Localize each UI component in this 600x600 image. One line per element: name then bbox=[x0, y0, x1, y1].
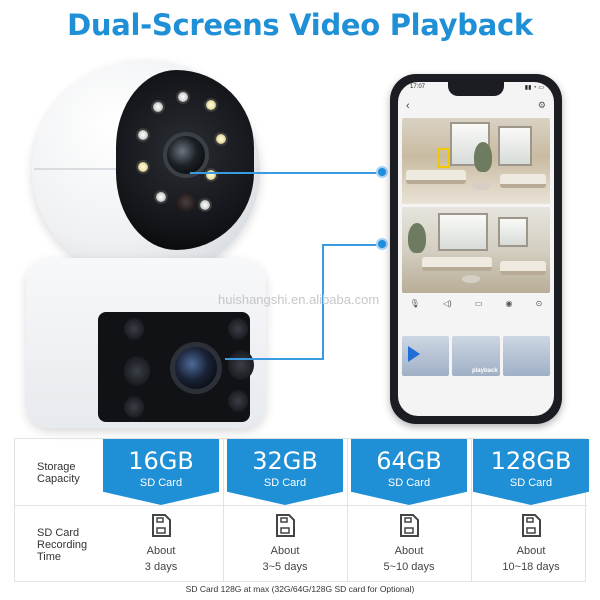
led-icon bbox=[136, 160, 150, 174]
video-feed-top[interactable] bbox=[402, 118, 550, 204]
card-type: SD Card bbox=[263, 477, 307, 489]
motion-detect-box bbox=[438, 148, 450, 168]
recording-days: 5~10 days bbox=[383, 561, 435, 573]
recording-about: About bbox=[394, 545, 424, 557]
column-16gb: 16GB SD Card About 3 days bbox=[103, 439, 219, 581]
led-icon bbox=[151, 100, 165, 114]
settings-icon[interactable]: ⊙ bbox=[535, 298, 543, 308]
sofa bbox=[406, 170, 466, 184]
led-icon bbox=[228, 318, 248, 340]
sofa bbox=[500, 261, 546, 275]
column-divider bbox=[223, 439, 224, 581]
led-icon bbox=[154, 190, 168, 204]
card-type: SD Card bbox=[139, 477, 183, 489]
recording-days: 10~18 days bbox=[502, 561, 560, 573]
sd-card-spec-table: Storage Capacity SD Card Recording Time … bbox=[14, 438, 589, 582]
window bbox=[498, 126, 532, 166]
watermark: huishangshi.en.alibaba.com bbox=[218, 292, 380, 307]
snapshot-icon[interactable]: ◉ bbox=[505, 298, 513, 308]
column-divider bbox=[471, 439, 472, 581]
capacity-banner: 16GB SD Card bbox=[103, 439, 219, 505]
table bbox=[472, 182, 490, 190]
secondary-lens-icon bbox=[170, 342, 222, 394]
connector-dot-icon bbox=[376, 166, 388, 178]
recording-about: About bbox=[146, 545, 176, 557]
led-icon bbox=[198, 198, 212, 212]
thumbnail[interactable] bbox=[502, 336, 550, 376]
row-labels: Storage Capacity SD Card Recording Time bbox=[15, 439, 101, 581]
sd-card-icon bbox=[152, 514, 171, 537]
speaker-icon[interactable]: ◁) bbox=[442, 298, 452, 308]
led-icon bbox=[228, 390, 248, 412]
column-divider bbox=[347, 439, 348, 581]
sofa bbox=[422, 257, 492, 271]
capacity-size: 32GB bbox=[252, 447, 318, 475]
window bbox=[498, 217, 528, 247]
phone-notch bbox=[448, 82, 504, 96]
led-icon bbox=[136, 128, 150, 142]
thumbnail[interactable]: playback bbox=[452, 336, 500, 376]
playback-thumbnails: playback bbox=[402, 336, 550, 376]
record-icon[interactable]: ▭ bbox=[474, 298, 483, 308]
thumbnail[interactable] bbox=[402, 336, 450, 376]
card-type: SD Card bbox=[509, 477, 553, 489]
recording-about: About bbox=[270, 545, 300, 557]
sd-card-icon bbox=[276, 514, 295, 537]
back-icon[interactable]: ‹ bbox=[406, 100, 410, 112]
card-type: SD Card bbox=[387, 477, 431, 489]
status-icons: ▮▮ ◔ ▭ bbox=[524, 85, 544, 91]
connector-dot-icon bbox=[376, 238, 388, 250]
status-time: 17:07 bbox=[410, 84, 426, 90]
plant bbox=[474, 142, 492, 172]
main-lens-icon bbox=[163, 132, 209, 178]
recording-time-label: SD Card Recording Time bbox=[37, 527, 88, 563]
camera-face-panel bbox=[116, 70, 254, 250]
play-icon bbox=[408, 346, 420, 362]
storage-capacity-label: Storage Capacity bbox=[37, 461, 80, 485]
page-title: Dual-Screens Video Playback bbox=[67, 8, 533, 42]
sensor-icon bbox=[176, 192, 196, 212]
footnote: SD Card 128G at max (32G/64G/128G SD car… bbox=[185, 584, 415, 594]
table bbox=[462, 275, 480, 283]
column-64gb: 64GB SD Card About 5~10 days bbox=[351, 439, 467, 581]
phone-mockup: 17:07 ▮▮ ◔ ▭ ‹ ⚙ 🎙 ◁) ▭ ◉ ⊙ bbox=[390, 74, 562, 424]
connector-line bbox=[322, 244, 382, 246]
led-icon bbox=[214, 132, 228, 146]
gear-icon[interactable]: ⚙ bbox=[537, 100, 546, 110]
capacity-size: 64GB bbox=[376, 447, 442, 475]
recording-days: 3~5 days bbox=[262, 561, 308, 573]
sd-card-icon bbox=[522, 514, 541, 537]
recording-days: 3 days bbox=[144, 561, 178, 573]
column-128gb: 128GB SD Card About 10~18 days bbox=[473, 439, 589, 581]
row-divider bbox=[15, 505, 587, 506]
led-icon bbox=[124, 396, 144, 418]
phone-screen: 17:07 ▮▮ ◔ ▭ ‹ ⚙ 🎙 ◁) ▭ ◉ ⊙ bbox=[398, 82, 554, 416]
sd-card-icon bbox=[400, 514, 419, 537]
led-icon bbox=[204, 168, 218, 182]
led-icon bbox=[124, 318, 144, 340]
microphone-icon[interactable]: 🎙 bbox=[409, 298, 420, 308]
camera-product-image bbox=[20, 60, 320, 430]
plant bbox=[408, 223, 426, 253]
sofa bbox=[500, 174, 546, 188]
thumbnail-label: playback bbox=[471, 368, 498, 374]
connector-line bbox=[190, 172, 380, 174]
column-32gb: 32GB SD Card About 3~5 days bbox=[227, 439, 343, 581]
led-icon bbox=[204, 98, 218, 112]
side-lens-icon bbox=[124, 356, 150, 386]
control-bar: 🎙 ◁) ▭ ◉ ⊙ bbox=[398, 296, 554, 310]
capacity-banner: 128GB SD Card bbox=[473, 439, 589, 505]
window bbox=[438, 213, 488, 251]
led-icon bbox=[176, 90, 190, 104]
connector-line bbox=[322, 244, 324, 360]
side-lens-icon bbox=[228, 350, 254, 380]
capacity-size: 128GB bbox=[490, 447, 572, 475]
connector-line bbox=[225, 358, 324, 360]
video-feed-bottom[interactable] bbox=[402, 207, 550, 293]
capacity-size: 16GB bbox=[128, 447, 194, 475]
recording-about: About bbox=[516, 545, 546, 557]
capacity-banner: 32GB SD Card bbox=[227, 439, 343, 505]
capacity-banner: 64GB SD Card bbox=[351, 439, 467, 505]
